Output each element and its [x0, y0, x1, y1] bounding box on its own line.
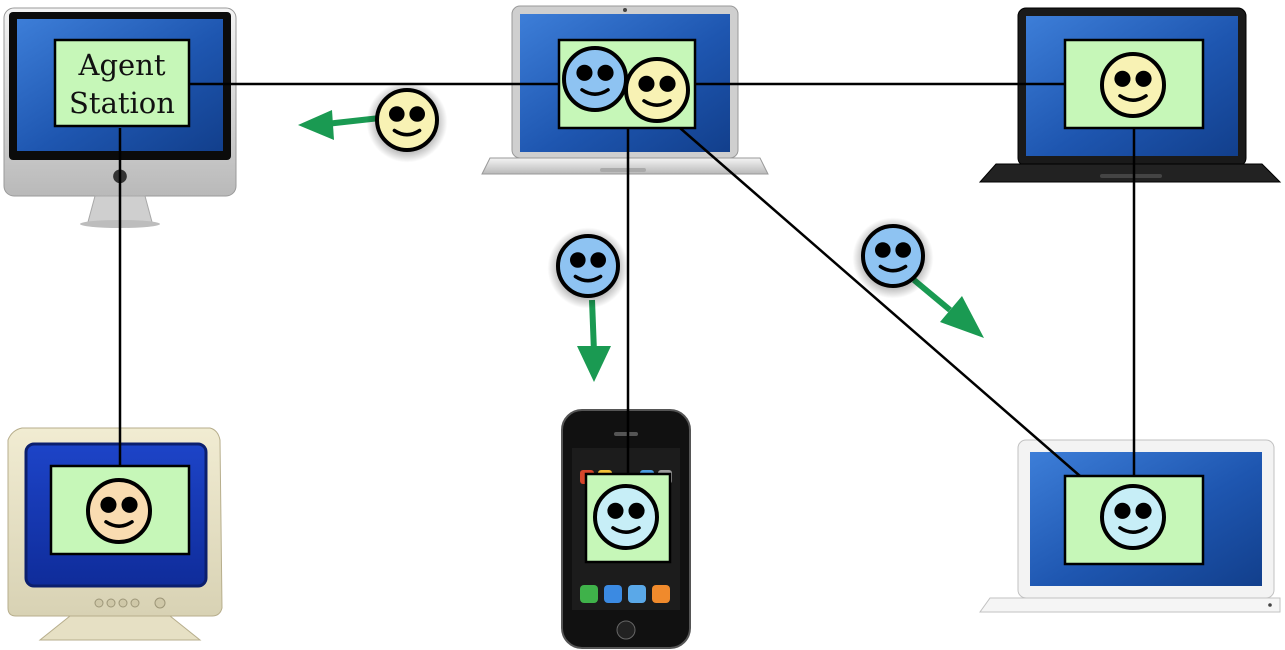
agent-station-screen — [53, 38, 191, 128]
network-links — [118, 82, 1136, 477]
agent-face-lightblue-macbookwhite — [1100, 484, 1166, 550]
arrow-left-head — [298, 110, 334, 140]
arrow-down — [589, 299, 597, 353]
agent-face-lightblue-iphone — [593, 484, 659, 550]
agent-face-yellow-macbookblack — [1100, 52, 1166, 118]
agent-station-label-line1: Agent — [78, 48, 166, 82]
migrating-agent-yellow — [366, 81, 448, 163]
agent-face-yellow-macbookpro — [624, 57, 690, 123]
arrow-down-right-head — [940, 296, 984, 338]
agent-station-label-line2: Station — [69, 86, 175, 120]
migrating-agent-blue-diagonal — [852, 217, 934, 299]
agent-faces — [86, 46, 1166, 550]
arrow-down-head — [577, 346, 611, 382]
agent-face-blue-macbookpro — [562, 46, 628, 112]
migrating-agent-blue-down — [547, 227, 629, 309]
agent-face-peach-crt — [86, 478, 152, 544]
link-macbookpro-macbookwhite — [679, 127, 1081, 477]
